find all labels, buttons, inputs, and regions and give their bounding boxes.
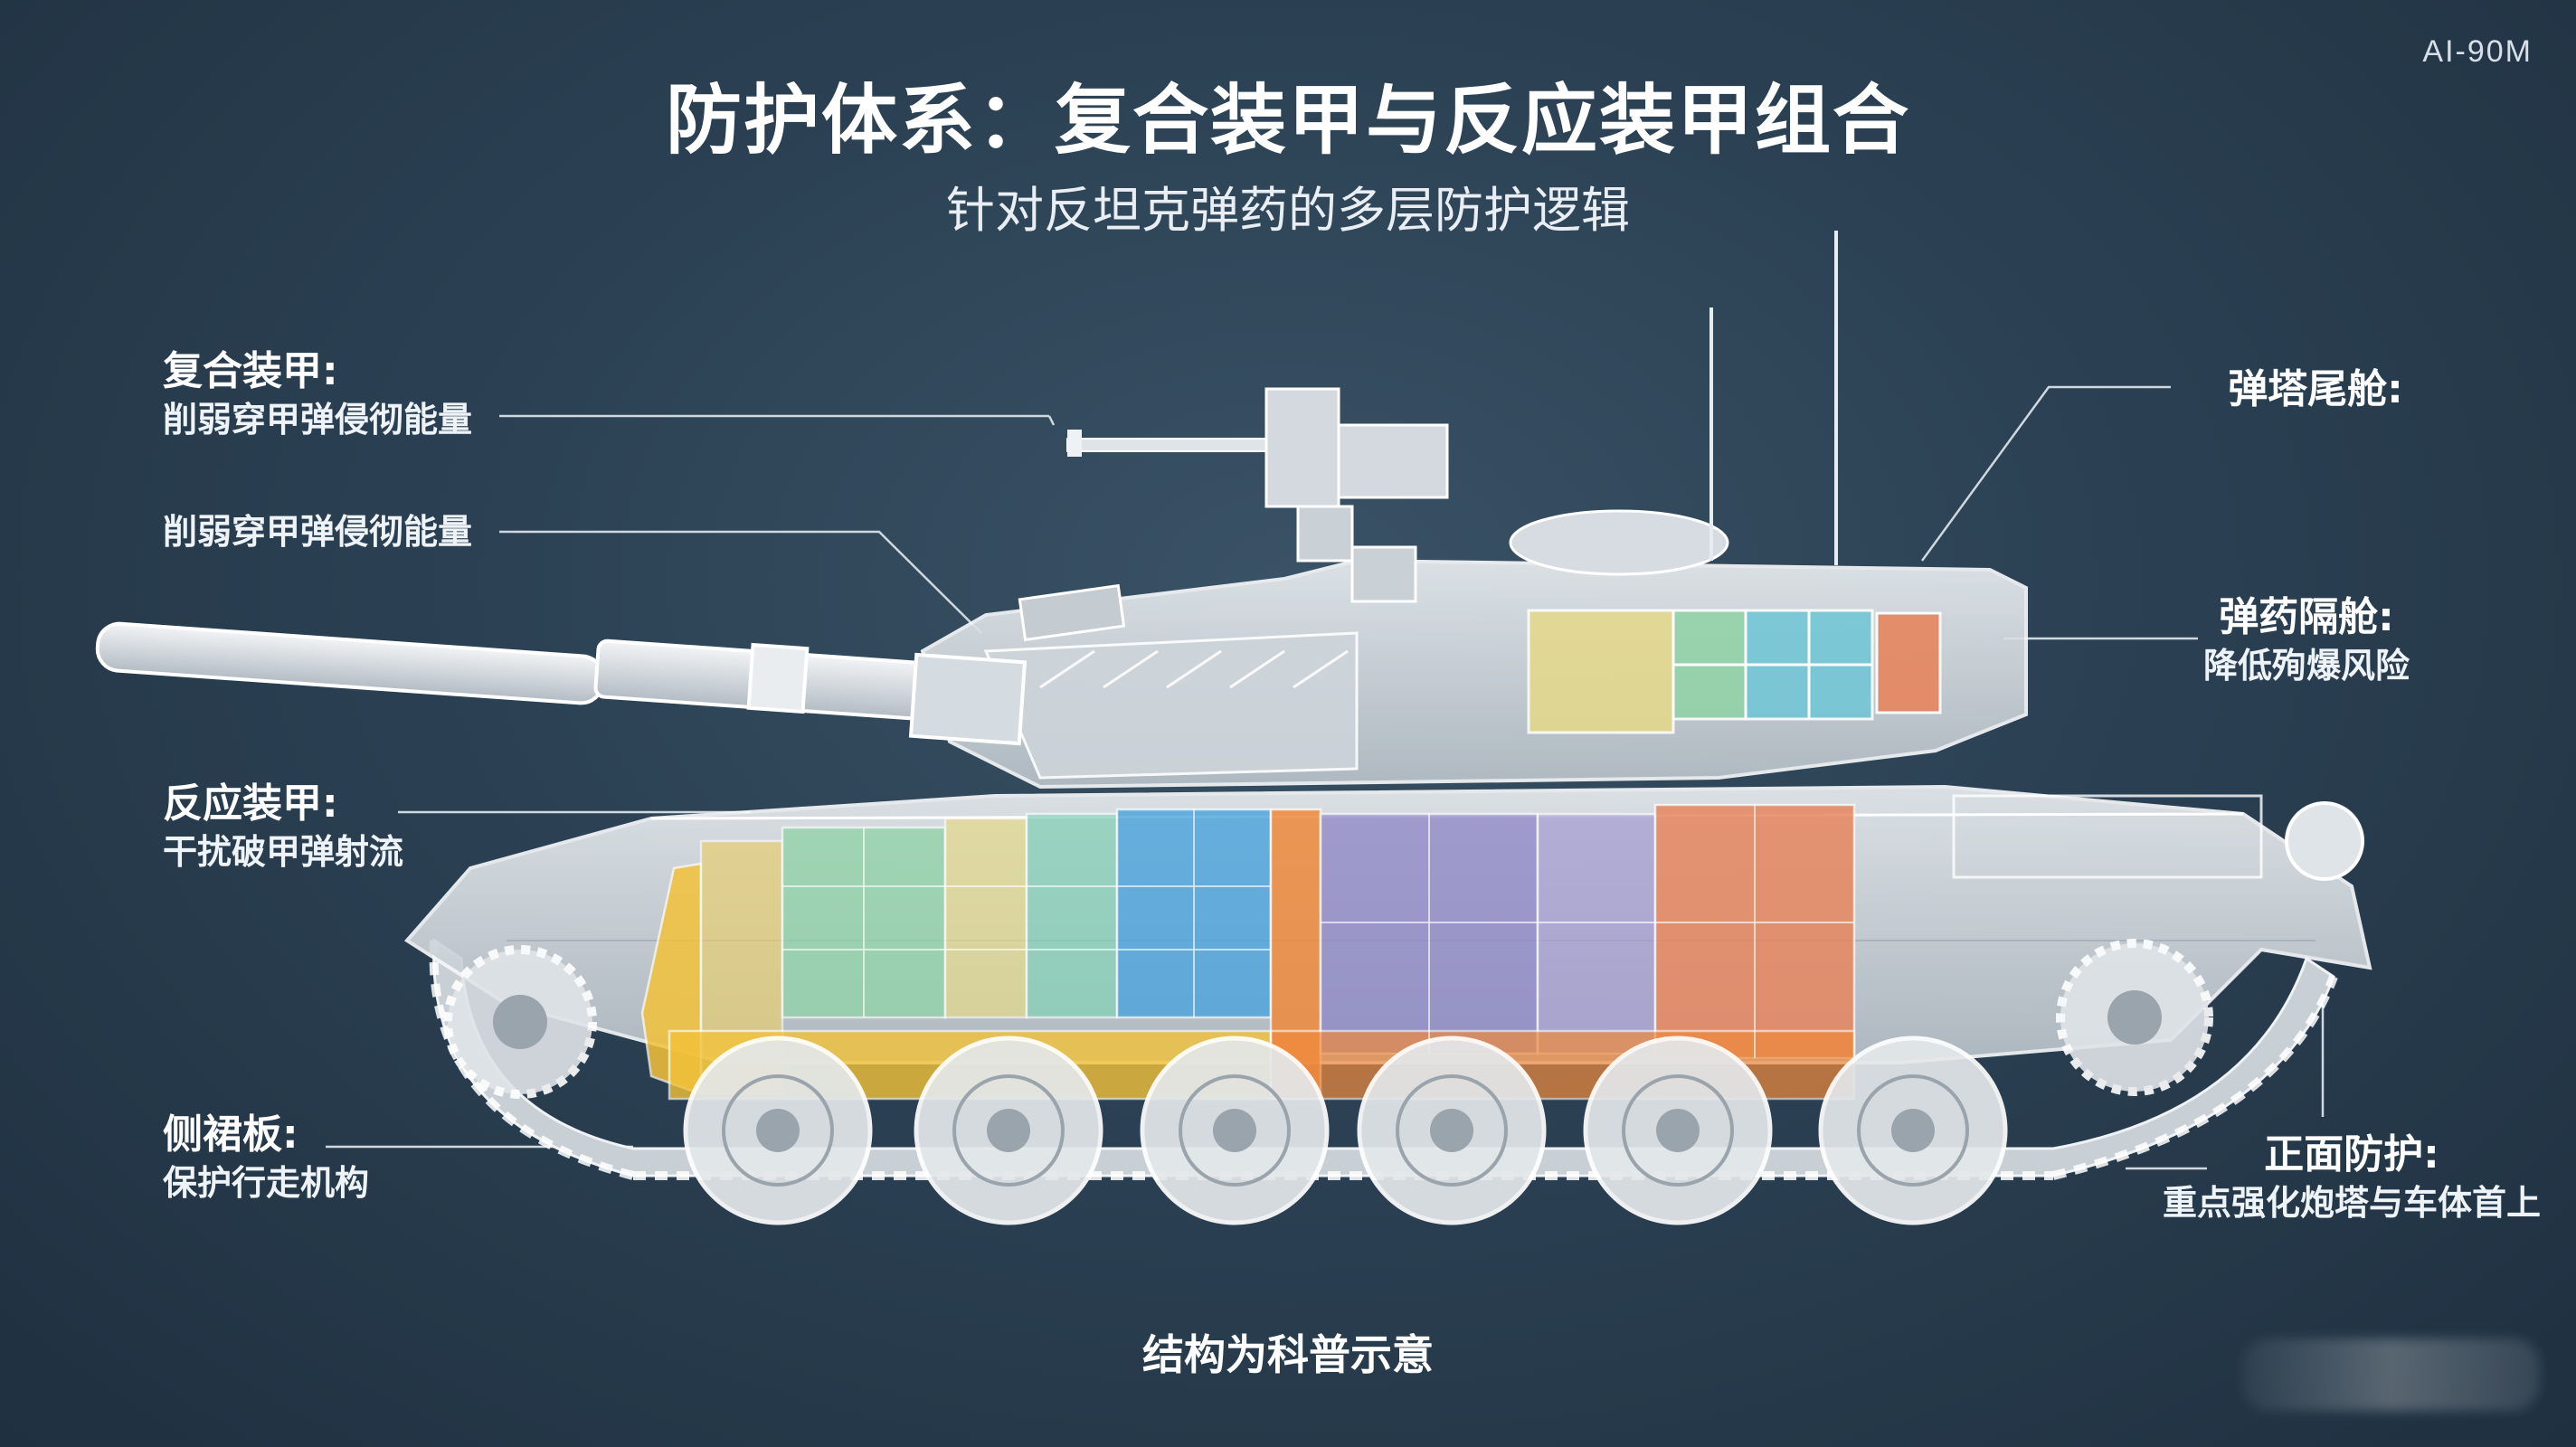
label-ammo-heading: 弹药隔舱:: [2219, 594, 2394, 640]
label-composite2-desc: 削弱穿甲弹侵彻能量: [163, 512, 473, 552]
module-orange-lower: [1269, 1029, 1856, 1101]
sprocket-icon: [443, 945, 597, 1099]
label-ammo: 弹药隔舱: 降低殉爆风险: [2171, 593, 2442, 689]
side-box: [1018, 583, 1126, 642]
label-skirt-desc: 保护行走机构: [163, 1163, 370, 1203]
road-wheel-icon: [683, 1036, 873, 1225]
cupola: [1509, 509, 1729, 576]
label-composite: 复合装甲: 削弱穿甲弹侵彻能量: [163, 347, 472, 443]
label-frontal: 正面防护: 重点强化炮塔与车体首上: [2162, 1130, 2542, 1226]
machine-gun-icon: [1066, 387, 1449, 563]
module-green-2: [1025, 812, 1119, 1019]
label-composite-2: 削弱穿甲弹侵彻能量: [163, 508, 472, 555]
label-skirt: 侧裙板: 保护行走机构: [163, 1111, 369, 1206]
label-reactive-desc: 干扰破甲弹射流: [163, 832, 404, 872]
bustle-yellow: [1527, 609, 1675, 734]
track: [429, 938, 2338, 1180]
label-reactive-heading: 反应装甲:: [163, 780, 338, 827]
bustle-salmon: [1875, 611, 1942, 714]
label-frontal-heading: 正面防护:: [2264, 1131, 2439, 1177]
label-bustle-heading: 弹塔尾舱:: [2228, 366, 2403, 412]
leader-composite2: [499, 530, 982, 634]
road-wheel-icon: [914, 1036, 1103, 1225]
label-bustle: 弹塔尾舱:: [2180, 365, 2451, 414]
label-ammo-desc: 降低殉爆风险: [2202, 646, 2410, 686]
footer-note: 结构为科普示意: [1142, 1330, 1434, 1379]
watermark: AI-90M: [2422, 34, 2533, 69]
rear-idler: [2285, 801, 2364, 881]
road-wheel-icon: [1140, 1036, 1330, 1225]
page-subtitle: 针对反坦克弹药的多层防护逻辑: [946, 182, 1630, 239]
road-wheels: [683, 1036, 2008, 1225]
module-yellow-2: [943, 817, 1028, 1019]
main-gun-barrel: [95, 621, 1028, 746]
label-reactive: 反应装甲: 干扰破甲弹射流: [163, 780, 403, 875]
side-armor-modules: [640, 803, 1856, 1101]
sight-box: [1350, 545, 1417, 603]
antenna-icon: [1709, 231, 1838, 565]
label-frontal-desc: 重点强化炮塔与车体首上: [2162, 1183, 2541, 1223]
logo-blur: [2241, 1338, 2540, 1411]
module-purple-2: [1536, 812, 1657, 1055]
label-composite-heading: 复合装甲:: [163, 348, 338, 394]
sprocket-icon: [2056, 939, 2213, 1096]
turret: [920, 509, 2028, 790]
leader-bustle: [1920, 385, 2171, 562]
road-wheel-icon: [1357, 1036, 1547, 1225]
page-title: 防护体系：复合装甲与反应装甲组合: [665, 76, 1910, 165]
road-wheel-icon: [1818, 1036, 2008, 1225]
road-wheel-icon: [1583, 1036, 1773, 1225]
label-composite-desc: 削弱穿甲弹侵彻能量: [163, 400, 473, 440]
label-skirt-heading: 侧裙板:: [163, 1111, 298, 1158]
